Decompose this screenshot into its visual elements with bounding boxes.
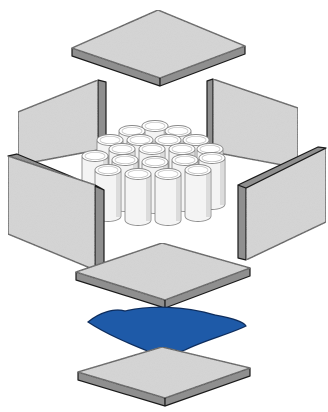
right-front-wall xyxy=(238,147,326,260)
can xyxy=(185,165,211,222)
top-lid xyxy=(72,10,245,86)
can xyxy=(125,169,151,226)
can xyxy=(155,169,181,226)
base-pad xyxy=(78,347,250,406)
